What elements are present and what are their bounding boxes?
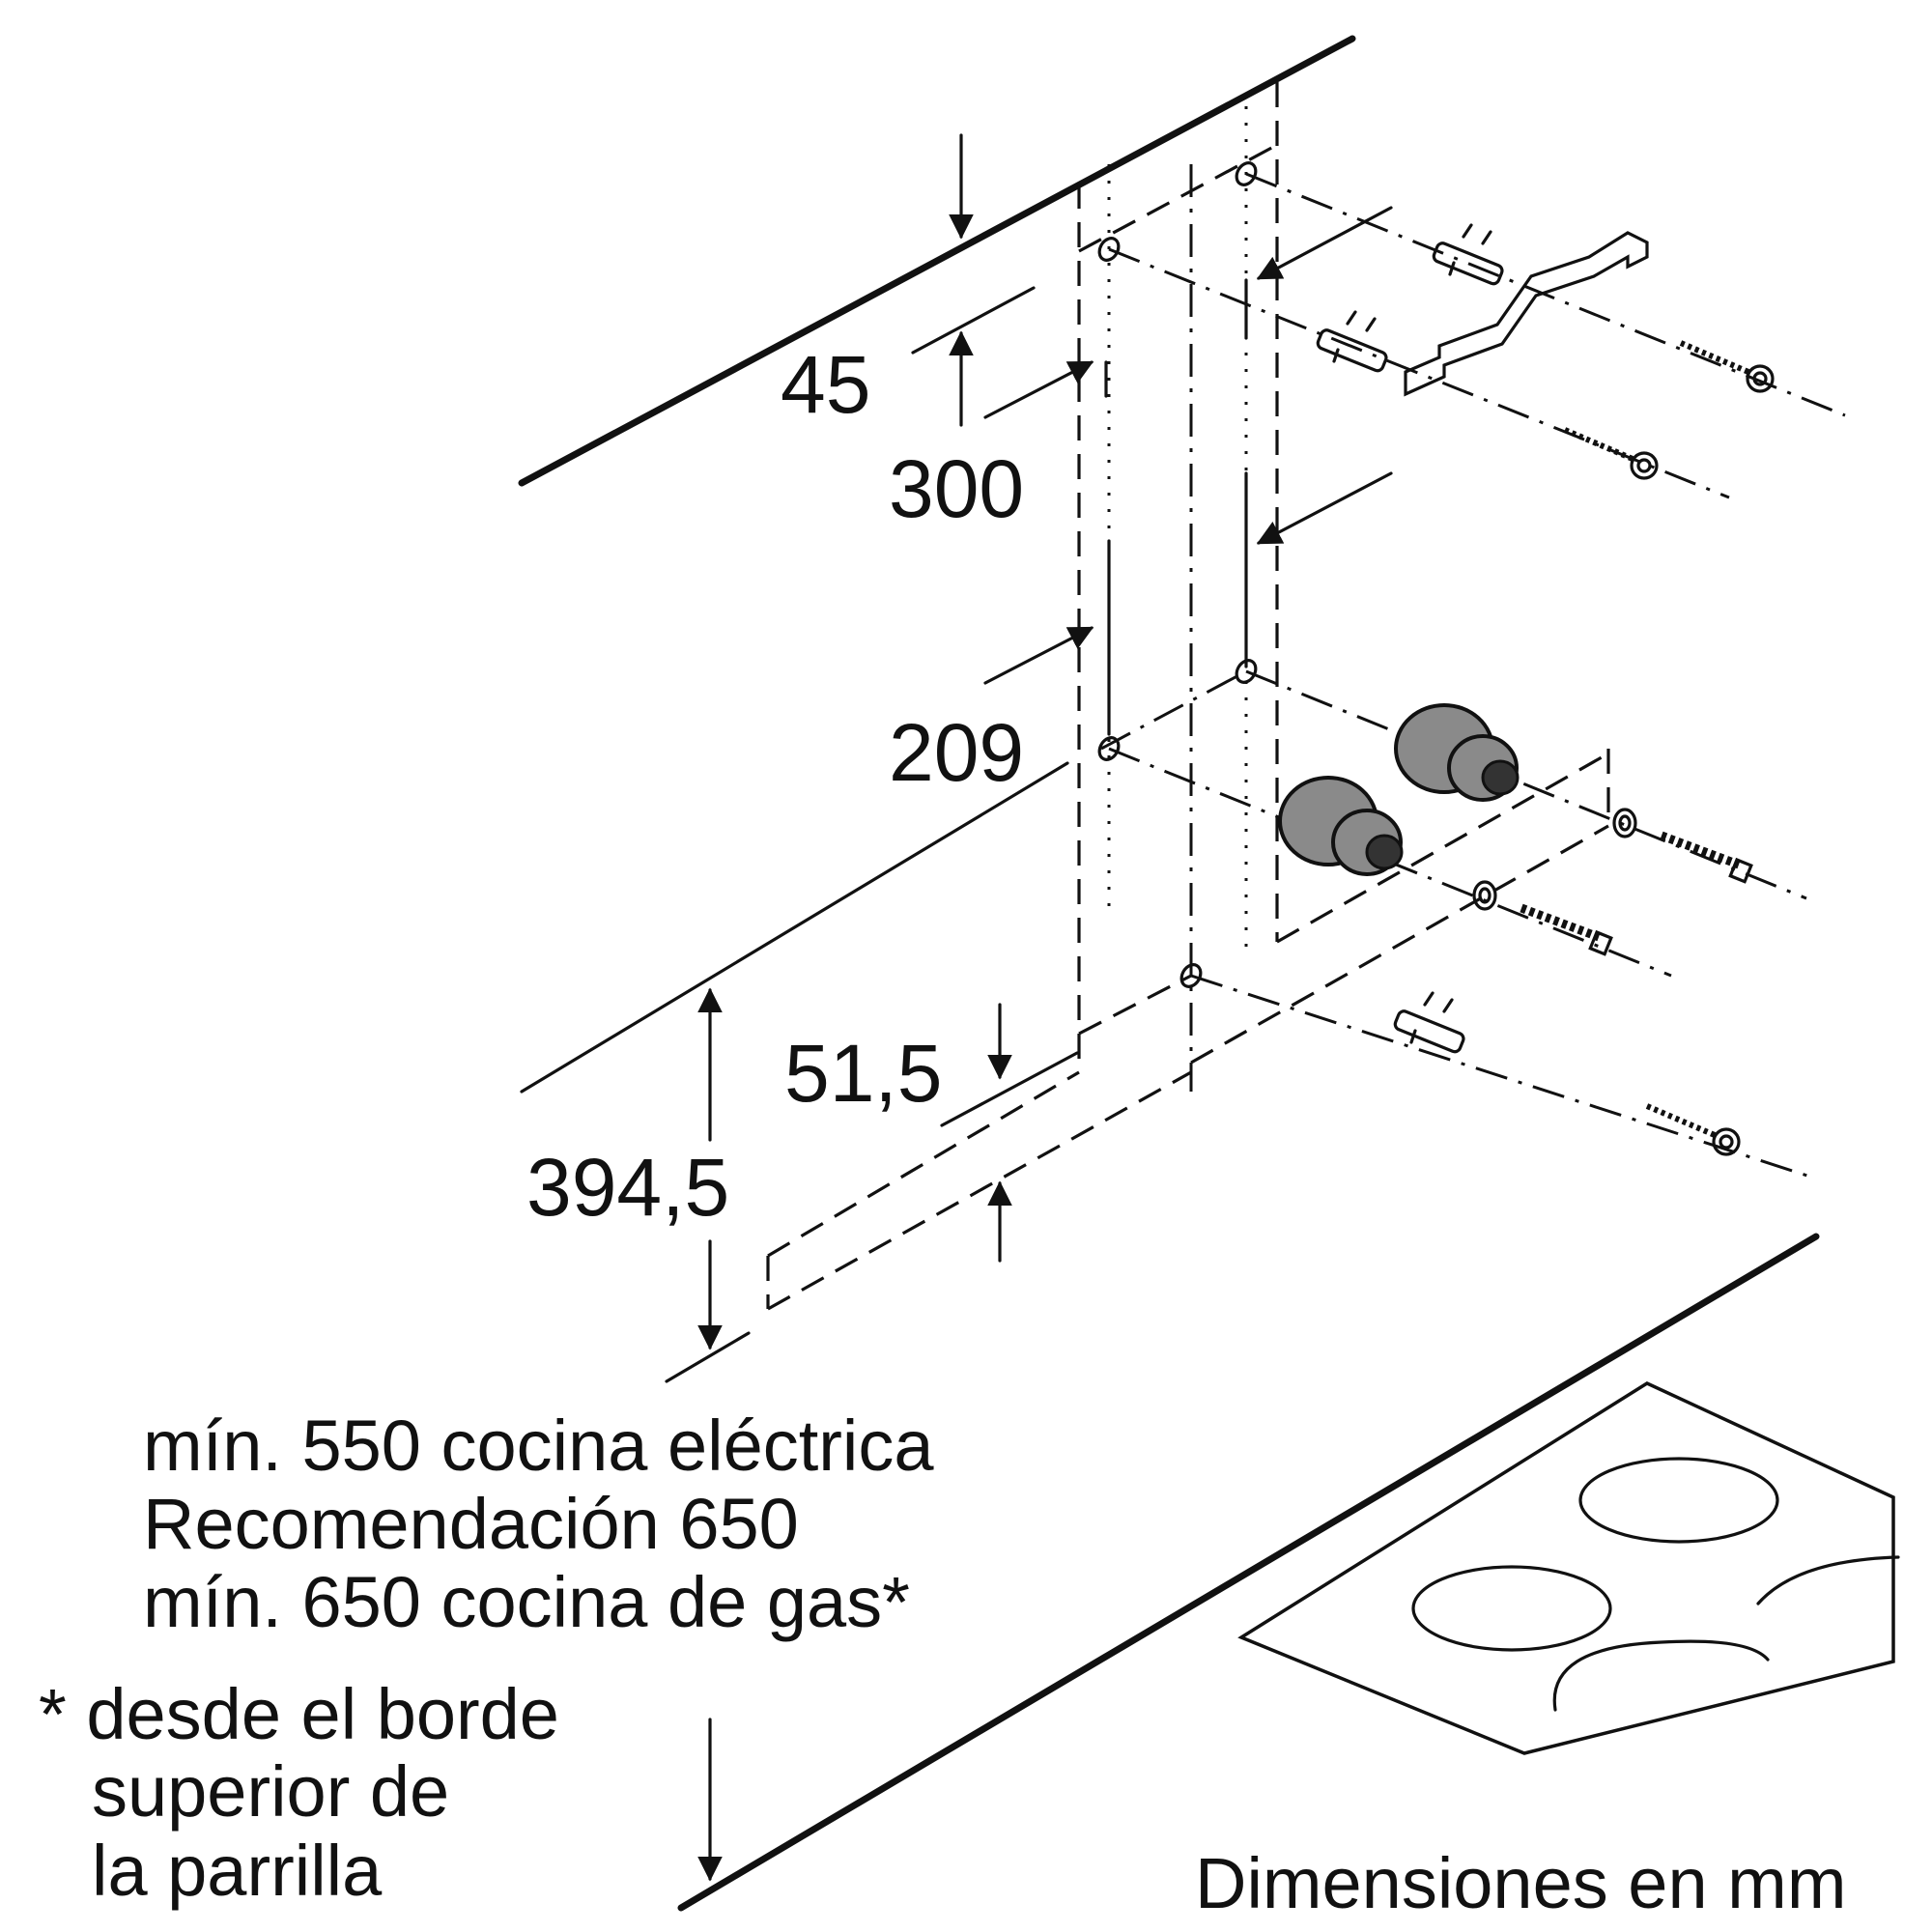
wall-reference-line — [520, 761, 1069, 1094]
footnote-line-3: la parrilla — [92, 1831, 383, 1911]
screw-lower — [1645, 1103, 1741, 1156]
hole-top-left — [1097, 237, 1121, 262]
large-plug-lower — [1278, 776, 1404, 876]
dim394-ext-bottom — [665, 1331, 751, 1383]
bolt-lower — [1520, 903, 1613, 956]
dim-label-51-5: 51,5 — [784, 1028, 943, 1119]
dim45-ext-top — [911, 286, 1036, 355]
hob-burner-back — [1578, 1457, 1779, 1544]
washer-upper — [1612, 808, 1637, 838]
dim-label-394-5: 394,5 — [526, 1142, 729, 1233]
hood-bottom-front — [1190, 824, 1609, 1065]
hole-line-top-lower — [1108, 247, 1730, 499]
hole-top-right — [1235, 161, 1258, 186]
dim300-leader — [983, 360, 1094, 419]
units-label: Dimensiones en mm — [1195, 1843, 1846, 1923]
dim51-ext — [940, 1051, 1079, 1127]
hole-mid-left — [1097, 736, 1121, 761]
screw-top-right — [1679, 340, 1775, 393]
hood-bottom-right — [1276, 752, 1609, 944]
chimney-bottom-back — [767, 1070, 1080, 1258]
mid-plane-line — [1100, 669, 1247, 751]
dim-label-45: 45 — [781, 339, 870, 430]
hob-burner-left — [1411, 1565, 1612, 1652]
footnote-line-1: * desde el borde — [39, 1674, 559, 1754]
hob-front-edge — [677, 1233, 1820, 1912]
chimney-bottom-front — [767, 1070, 1192, 1311]
hob-burner-front — [1552, 1639, 1770, 1712]
footnote-line-2: superior de — [92, 1751, 449, 1832]
hole-lower — [1179, 963, 1203, 988]
hood-bottom-left — [1078, 974, 1192, 1036]
dim209-leader — [983, 626, 1094, 685]
wall-plug-lower — [1393, 991, 1465, 1054]
bolt-upper — [1660, 831, 1753, 884]
dim-label-300: 300 — [889, 443, 1024, 534]
note-line-1: mín. 550 cocina eléctrica — [143, 1406, 934, 1486]
note-line-2: Recomendación 650 — [143, 1484, 799, 1564]
screw-top-left — [1563, 427, 1659, 480]
hole-line-mid-top — [1245, 669, 1807, 900]
hole-mid-right — [1235, 659, 1258, 684]
mounting-bracket — [1404, 231, 1649, 397]
large-plug-upper — [1394, 703, 1520, 802]
dim-label-209: 209 — [889, 707, 1024, 798]
dim300-right-leader — [1256, 206, 1393, 280]
dim209-right-leader — [1256, 471, 1393, 545]
note-line-3: mín. 650 cocina de gas* — [143, 1562, 910, 1642]
hob-surface — [1237, 1381, 1895, 1755]
ceiling-line — [518, 35, 1356, 487]
washer-lower — [1472, 880, 1497, 911]
wall-plug-top-right — [1432, 223, 1504, 286]
hob-burner-right — [1756, 1555, 1900, 1605]
wall-plug-top-left — [1316, 310, 1388, 373]
hole-line-top-upper — [1245, 172, 1846, 417]
lower-hole-line — [1190, 974, 1817, 1180]
